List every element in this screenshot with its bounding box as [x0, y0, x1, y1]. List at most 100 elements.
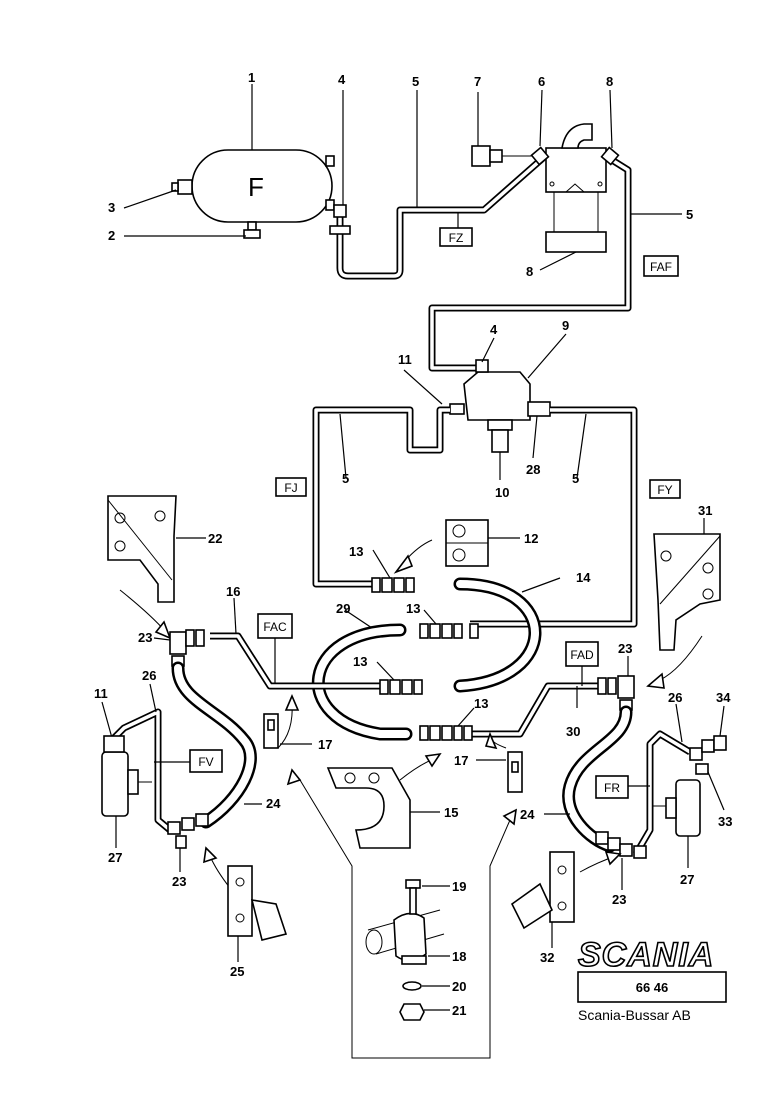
- washer-20: [402, 981, 422, 991]
- callout-32: 32: [540, 950, 554, 965]
- callout-4: 4: [490, 322, 498, 337]
- coupling-13-lower-mid: [379, 679, 423, 695]
- callout-28: 28: [526, 462, 540, 477]
- svg-text:FAF: FAF: [650, 260, 672, 274]
- relay-valve-9: [449, 359, 551, 453]
- callout-13: 13: [349, 544, 363, 559]
- callout-3: 3: [108, 200, 115, 215]
- tag-FAF: FAF: [643, 255, 679, 277]
- callout-13: 13: [474, 696, 488, 711]
- clip-17-left: [263, 713, 279, 749]
- callout-5: 5: [412, 74, 419, 89]
- callout-19: 19: [452, 879, 466, 894]
- svg-text:FV: FV: [198, 755, 213, 769]
- callout-30: 30: [566, 724, 580, 739]
- callout-5: 5: [342, 471, 349, 486]
- callout-8: 8: [606, 74, 613, 89]
- tag-FR: FR: [595, 775, 629, 799]
- callout-23: 23: [138, 630, 152, 645]
- callout-18: 18: [452, 949, 466, 964]
- callout-23: 23: [612, 892, 626, 907]
- tee-fitting-23-lower-right: [595, 831, 647, 859]
- brake-chamber-27-right: [652, 779, 701, 837]
- callout-22: 22: [208, 531, 222, 546]
- bracket-31: [653, 533, 721, 651]
- svg-text:FZ: FZ: [449, 231, 464, 245]
- callout-5: 5: [686, 207, 693, 222]
- callout-10: 10: [495, 485, 509, 500]
- coupling-13-top: [371, 577, 415, 593]
- tag-FY: FY: [649, 479, 681, 499]
- bracket-25: [227, 865, 288, 941]
- tee-fitting-23-left: [169, 629, 205, 667]
- callout-24: 24: [520, 807, 535, 822]
- svg-text:FAD: FAD: [570, 648, 594, 662]
- brake-valve: [545, 123, 607, 253]
- callout-13: 13: [406, 601, 420, 616]
- callout-23: 23: [172, 874, 186, 889]
- callout-13: 13: [353, 654, 367, 669]
- callout-2: 2: [108, 228, 115, 243]
- callout-11: 11: [94, 686, 108, 701]
- callout-6: 6: [538, 74, 545, 89]
- tee-fitting-23-right: [597, 675, 635, 711]
- bolt-19: [405, 879, 421, 915]
- bracket-15: [326, 767, 411, 849]
- callout-31: 31: [698, 503, 712, 518]
- svg-text:FY: FY: [657, 483, 672, 497]
- callout-1: 1: [248, 70, 255, 85]
- callout-12: 12: [524, 531, 538, 546]
- callout-27: 27: [108, 850, 122, 865]
- nut-21: [399, 1003, 425, 1021]
- callout-9: 9: [562, 318, 569, 333]
- pressure-switch-7: [471, 145, 534, 167]
- callout-7: 7: [474, 74, 481, 89]
- callout-8: 8: [526, 264, 533, 279]
- elbow-fitting-4: [329, 204, 351, 235]
- callout-21: 21: [452, 1003, 466, 1018]
- callout-27: 27: [680, 872, 694, 887]
- fitting-34-33: [689, 735, 727, 775]
- callout-11: 11: [398, 352, 412, 367]
- callout-20: 20: [452, 979, 466, 994]
- callout-33: 33: [718, 814, 732, 829]
- tank-plug: [171, 179, 193, 195]
- svg-text:FR: FR: [604, 781, 620, 795]
- callout-15: 15: [444, 805, 458, 820]
- company-name: Scania-Bussar AB: [578, 1007, 691, 1023]
- brand-logo: SCANIA: [578, 936, 714, 974]
- tag-FZ: FZ: [439, 227, 473, 247]
- callout-25: 25: [230, 964, 244, 979]
- air-tank: F: [191, 149, 335, 223]
- callout-24: 24: [266, 796, 281, 811]
- tag-FAD: FAD: [565, 641, 599, 667]
- scania-logo-block: SCANIA 66 46 Scania-Bussar AB: [577, 935, 727, 1023]
- tag-FJ: FJ: [275, 477, 307, 497]
- tag-FV: FV: [189, 749, 223, 773]
- tee-fitting-23-lower-left: [167, 813, 209, 849]
- coupling-13-bottom: [419, 725, 473, 741]
- callout-26: 26: [668, 690, 682, 705]
- clip-12: [445, 519, 489, 567]
- drain-valve: [243, 221, 261, 239]
- callout-29: 29: [336, 601, 350, 616]
- callout-5: 5: [572, 471, 579, 486]
- callout-23: 23: [618, 641, 632, 656]
- svg-text:FAC: FAC: [263, 620, 287, 634]
- tag-FAC: FAC: [257, 613, 293, 639]
- callout-17: 17: [318, 737, 332, 752]
- clip-17-right: [507, 751, 523, 793]
- coupling-13-upper-mid: [419, 623, 479, 639]
- callout-16: 16: [226, 584, 240, 599]
- brake-chamber-27-left: [101, 735, 152, 817]
- callout-26: 26: [142, 668, 156, 683]
- drawing-code: 66 46: [636, 980, 669, 995]
- callout-14: 14: [576, 570, 591, 585]
- svg-text:FJ: FJ: [284, 481, 297, 495]
- callout-labels: 1 2 3 4 5 5 7 6 8 8 5 4 9 11 5 5 10 28 1…: [94, 70, 732, 1018]
- tank-letter: F: [248, 172, 264, 202]
- bracket-32: [510, 851, 575, 930]
- callout-17: 17: [454, 753, 468, 768]
- callout-34: 34: [716, 690, 731, 705]
